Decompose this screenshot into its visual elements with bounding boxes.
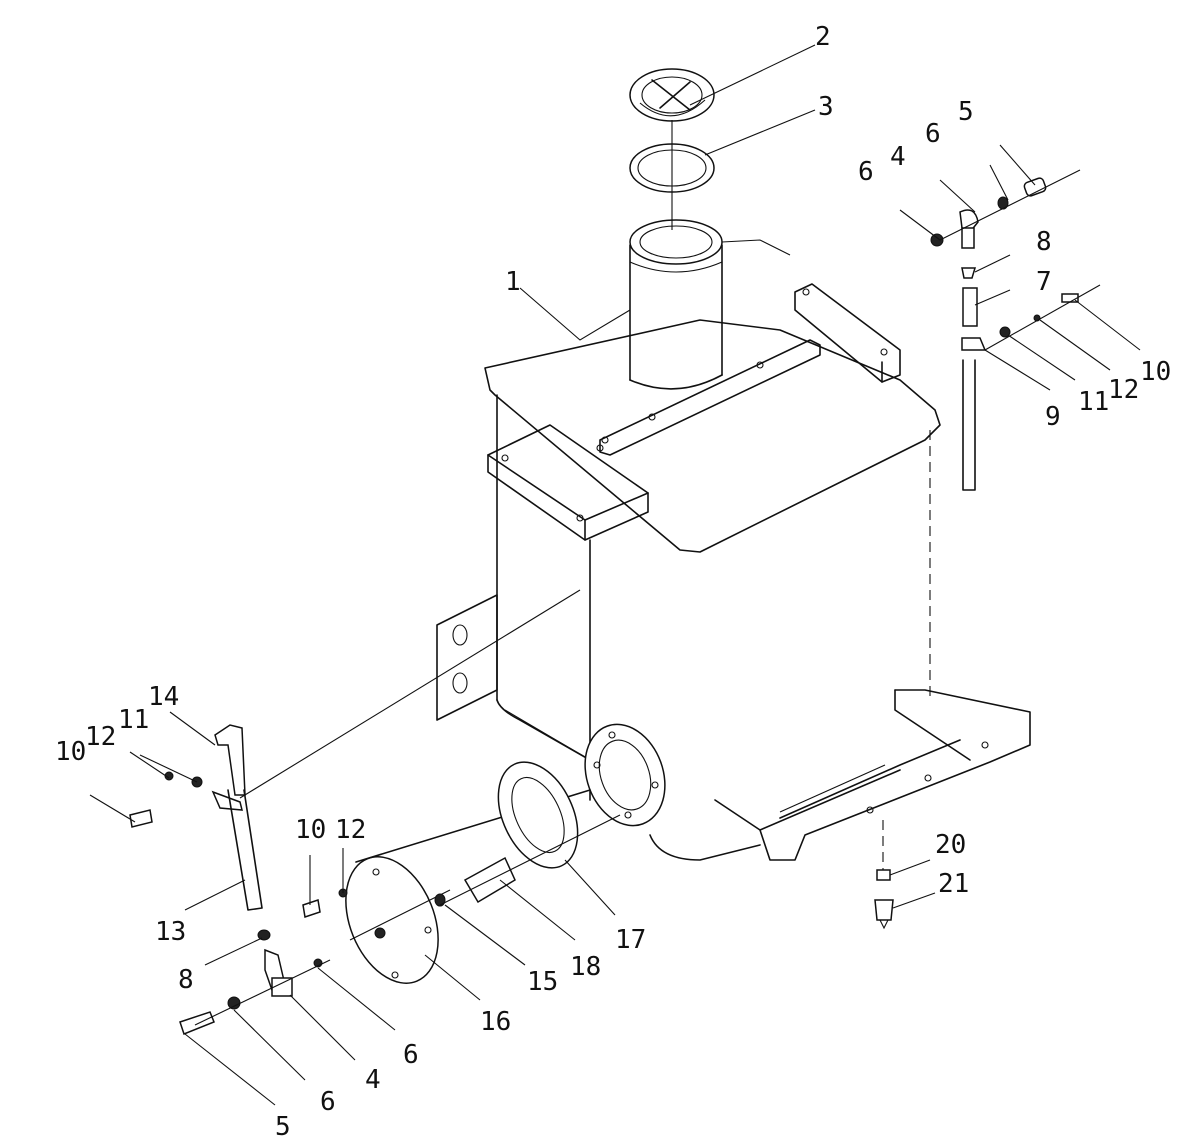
drain-parts: [874, 820, 894, 930]
left-bracket: [436, 594, 498, 721]
callout-6-right-b: 6: [858, 157, 874, 187]
callout-13: 13: [155, 917, 186, 947]
callout-6-left-b: 6: [403, 1040, 419, 1070]
callout-11-left: 11: [118, 705, 149, 735]
callout-7-right: 7: [1036, 267, 1052, 297]
callout-6-right-a: 6: [925, 119, 941, 149]
callout-21: 21: [938, 869, 969, 899]
callout-15: 15: [527, 967, 558, 997]
right-fittings: [930, 169, 1101, 491]
flange-cover: [302, 789, 591, 984]
spacer-pipe: [434, 814, 621, 907]
callout-11-right: 11: [1078, 387, 1109, 417]
callout-12-left: 12: [85, 722, 116, 752]
filler-neck: [629, 219, 791, 390]
filler-cap: [629, 68, 715, 122]
mounting-pad: [487, 424, 649, 541]
callout-3: 3: [818, 92, 834, 122]
bottom-skid: [759, 689, 1031, 861]
top-rail-right: [794, 283, 901, 383]
top-rail: [599, 339, 821, 456]
callout-5-right: 5: [958, 97, 974, 127]
callout-10-middle: 10: [295, 815, 326, 845]
callout-10-left: 10: [55, 737, 86, 767]
callout-18: 18: [570, 952, 601, 982]
callout-16: 16: [480, 1007, 511, 1037]
tank-body: [484, 319, 941, 861]
callout-17: 17: [615, 925, 646, 955]
callout-4-right: 4: [890, 142, 906, 172]
callout-5-left: 5: [275, 1112, 291, 1142]
callout-9-right: 9: [1045, 402, 1061, 432]
callout-8-left: 8: [178, 965, 194, 995]
callout-10-right: 10: [1140, 357, 1171, 387]
callout-6-left-a: 6: [320, 1087, 336, 1117]
leader-lines: [89, 44, 1141, 1106]
callout-12-right: 12: [1108, 375, 1139, 405]
callout-14: 14: [148, 682, 179, 712]
left-fittings: [129, 589, 581, 1035]
callout-2: 2: [815, 22, 831, 52]
callout-8-right: 8: [1036, 227, 1052, 257]
callout-4-left: 4: [365, 1065, 381, 1095]
callout-labels: 2 3 1 5 4 6 6 8 7 9 11 12 10 14 10 12 11…: [55, 22, 1171, 1142]
callout-20: 20: [935, 830, 966, 860]
gasket: [497, 761, 579, 869]
tank-flange: [584, 723, 666, 827]
callout-12-middle: 12: [335, 815, 366, 845]
callout-1: 1: [505, 267, 521, 297]
